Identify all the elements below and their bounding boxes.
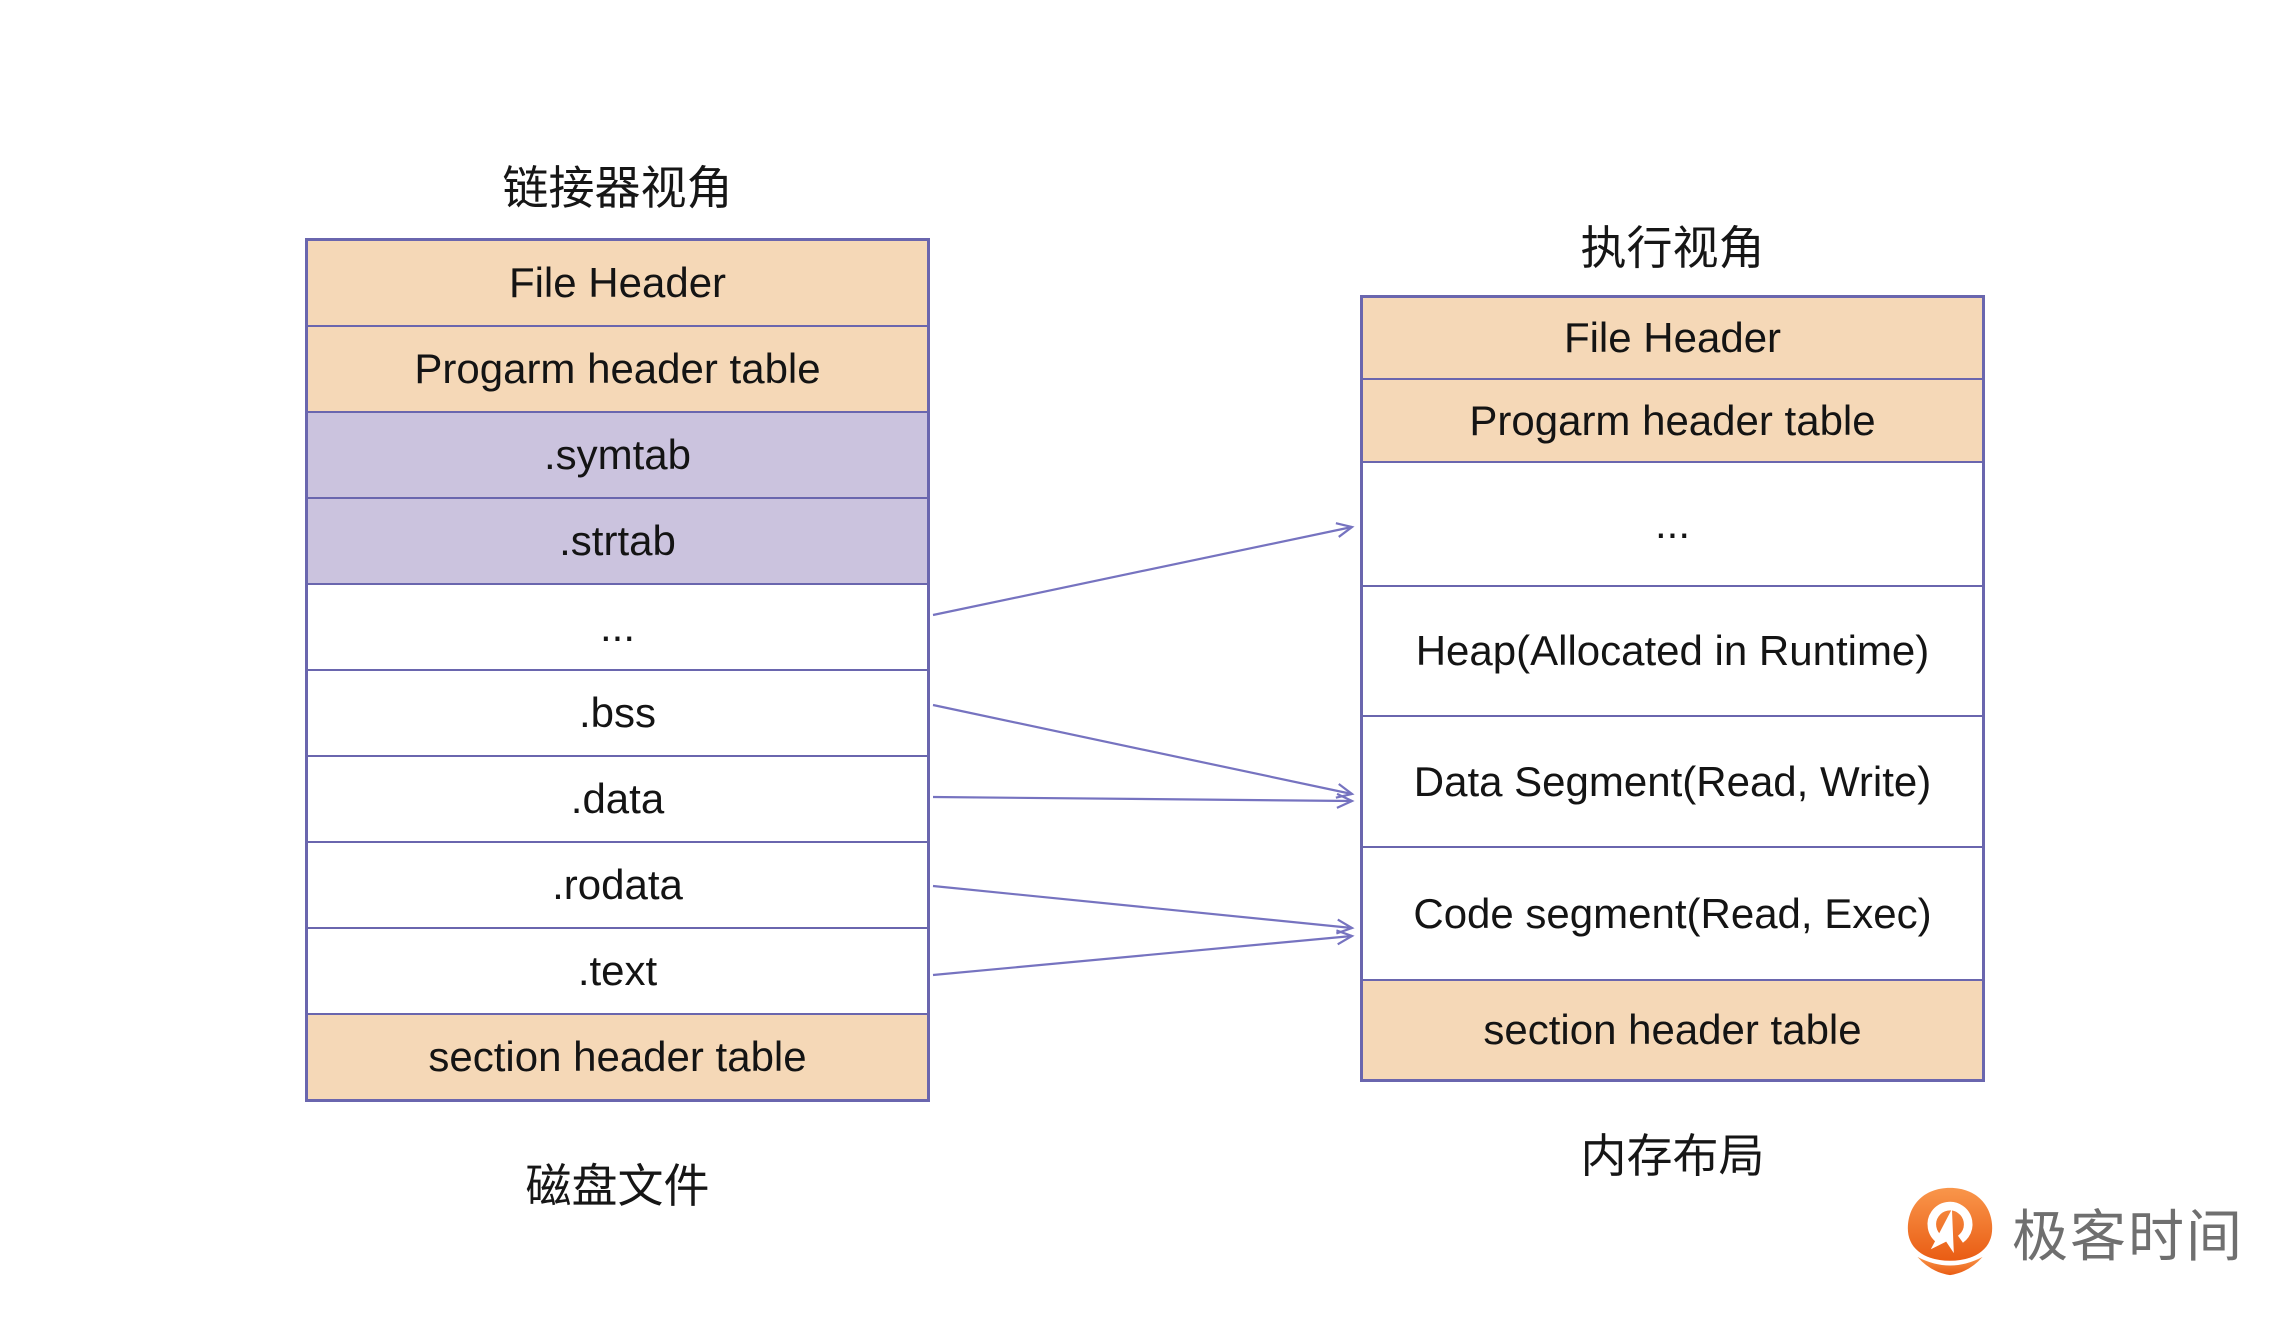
right-row-file-header: File Header — [1363, 298, 1982, 379]
left-row-data: .data — [308, 755, 927, 841]
right-row-data-segment: Data Segment(Read, Write) — [1363, 715, 1982, 847]
right-row-heap: Heap(Allocated in Runtime) — [1363, 584, 1982, 715]
left-panel-title: 链接器视角 — [502, 162, 733, 214]
geektime-logo-text: 极客时间 — [2012, 1204, 2244, 1268]
right-row-ellipsis: ... — [1363, 460, 1982, 585]
left-row-text: .text — [308, 927, 927, 1013]
left-row-rodata: .rodata — [308, 841, 927, 927]
right-row-program-header-table: Progarm header table — [1363, 378, 1982, 461]
arrow-rodata-to-code-segment — [932, 884, 1355, 935]
left-row-bss: .bss — [308, 669, 927, 755]
linker-view-stack: File Header Progarm header table .symtab… — [305, 238, 930, 1102]
left-row-symtab: .symtab — [308, 411, 927, 497]
arrow-data-to-data-segment — [932, 792, 1355, 809]
geektime-logo-icon — [1907, 1187, 1993, 1276]
right-row-code-segment: Code segment(Read, Exec) — [1363, 846, 1982, 979]
arrow-ellipsis-to-ellipsis — [932, 522, 1355, 617]
left-row-program-header-table: Progarm header table — [308, 325, 927, 411]
right-panel-caption: 内存布局 — [1580, 1130, 1765, 1182]
execution-view-stack: File Header Progarm header table ... Hea… — [1360, 295, 1985, 1082]
left-row-file-header: File Header — [308, 241, 927, 325]
arrow-bss-to-data-segment — [932, 703, 1355, 799]
left-row-strtab: .strtab — [308, 497, 927, 583]
left-row-section-header-table: section header table — [308, 1013, 927, 1099]
right-panel-title: 执行视角 — [1580, 222, 1765, 274]
geektime-logo: 极客时间 — [1902, 1186, 2244, 1278]
right-row-section-header-table: section header table — [1363, 978, 1982, 1080]
arrow-text-to-code-segment — [932, 929, 1355, 977]
left-panel-caption: 磁盘文件 — [525, 1160, 710, 1212]
left-row-ellipsis: ... — [308, 583, 927, 669]
